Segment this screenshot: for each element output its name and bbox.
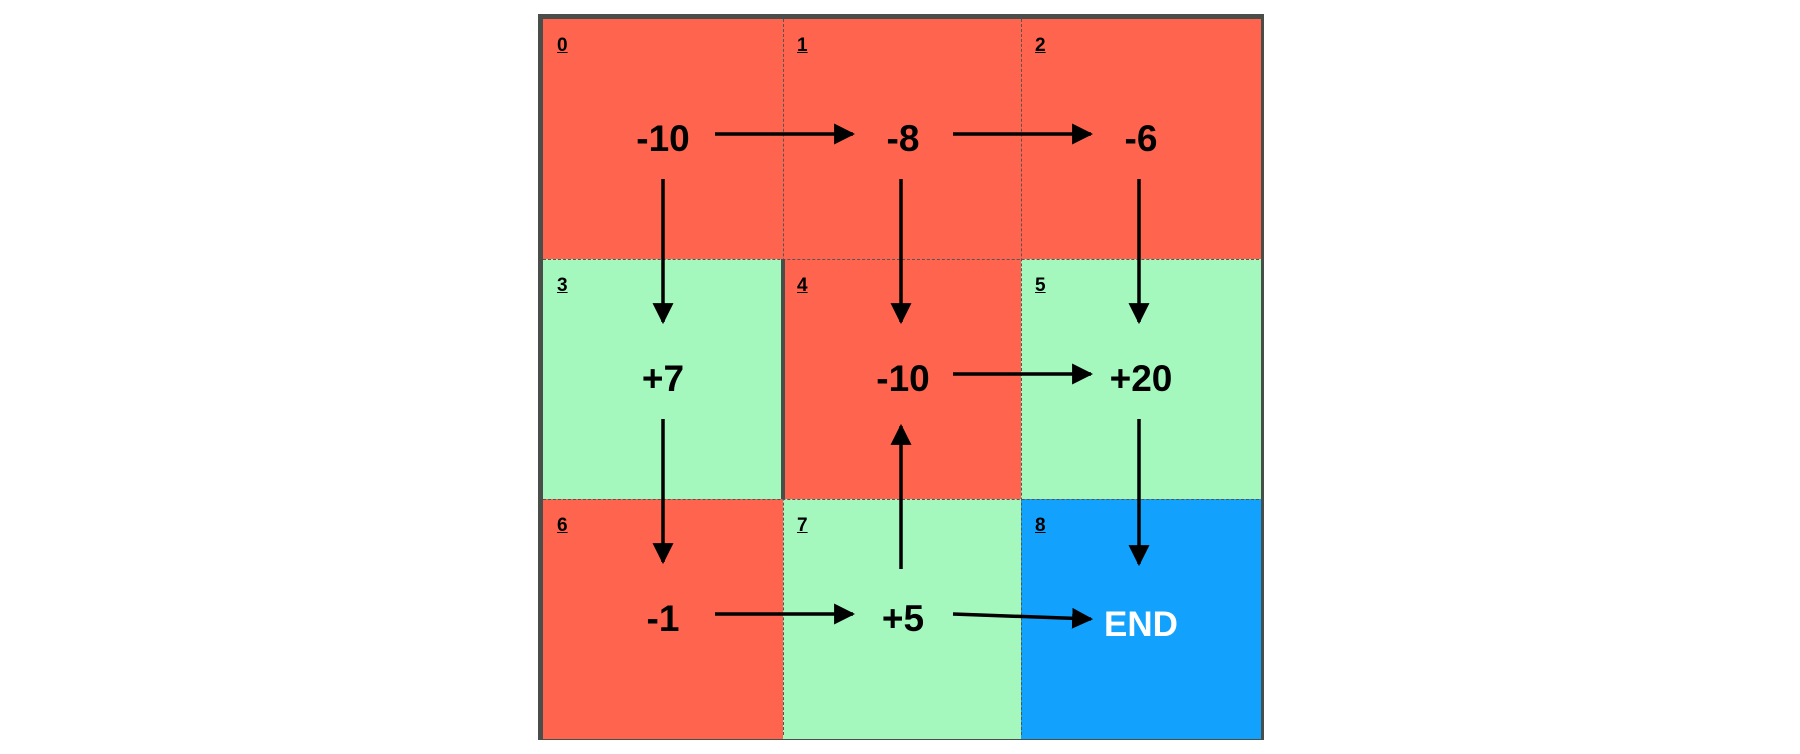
cell-reward-value: +5: [881, 598, 925, 639]
cell-index-label: 2: [1035, 35, 1046, 56]
cell-index-label: 7: [797, 515, 808, 536]
cell-index-label: 5: [1035, 275, 1046, 296]
grid-divider-vertical: [1021, 19, 1022, 735]
cell-reward-value: +20: [1109, 358, 1173, 399]
grid-cell-1: 1 -8: [783, 19, 1023, 259]
cell-reward-value: -1: [646, 598, 680, 639]
grid-board: 0 -10 1 -8 2 -6 3 +7 4 -10 5 +20 6 -1 7 …: [538, 14, 1264, 740]
cell-index-label: 8: [1035, 515, 1046, 536]
grid-cell-2: 2 -6: [1021, 19, 1261, 259]
transition-arrow-7-to-8: [952, 607, 1094, 629]
grid-cell-4: 4 -10: [783, 259, 1023, 499]
cell-reward-value: -10: [876, 358, 930, 399]
cell-index-label: 4: [797, 275, 808, 296]
grid-cell-7: 7 +5: [783, 499, 1023, 739]
cell-end-label: END: [1104, 605, 1178, 644]
cell-reward-value: -10: [636, 118, 690, 159]
cell-index-label: 1: [797, 35, 808, 56]
transition-arrows: [652, 123, 1150, 629]
cell-reward-value: +7: [641, 358, 685, 399]
grid-cell-5: 5 +20: [1021, 259, 1261, 499]
cell-reward-value: -6: [1124, 118, 1158, 159]
cell-index-label: 3: [557, 275, 568, 296]
cell-index-label: 0: [557, 35, 568, 56]
cell-reward-value: -8: [886, 118, 920, 159]
cell-index-label: 6: [557, 515, 568, 536]
grid-wall: [781, 259, 785, 499]
